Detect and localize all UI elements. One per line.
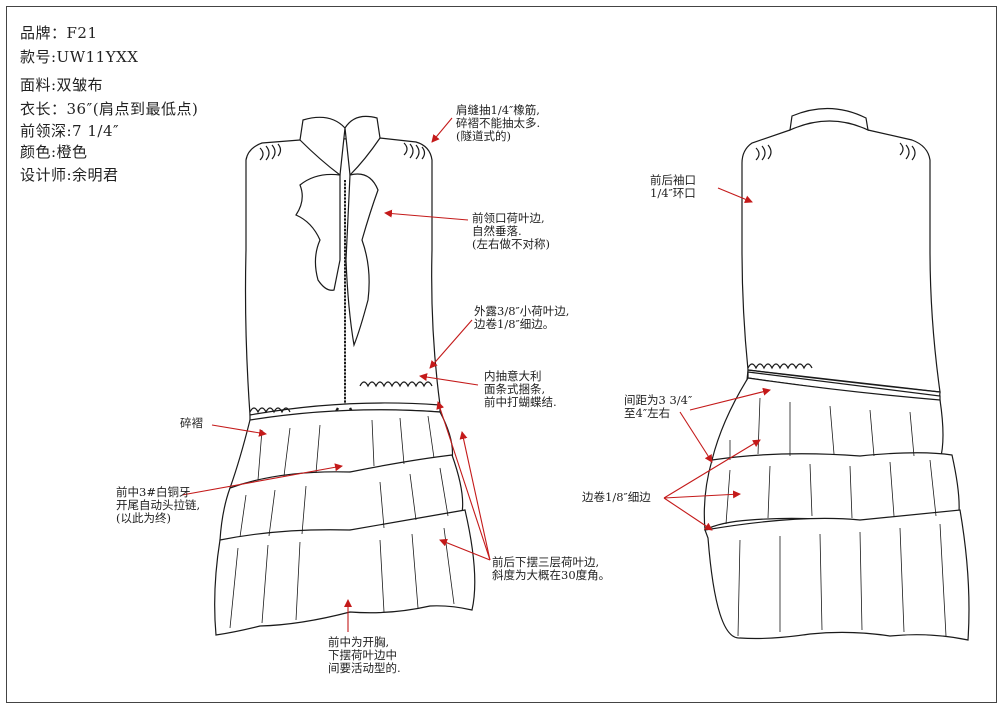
front-shoulder-gathers-right xyxy=(403,142,426,160)
spec-color: 颜色:橙色 xyxy=(20,143,88,161)
note-zipper-line-1: 前中3#白铜牙 xyxy=(116,485,191,499)
arrow-tier-a xyxy=(436,401,491,561)
note-spacing-line-2: 至4″左右 xyxy=(624,406,671,420)
callout-arrows xyxy=(181,117,771,632)
front-bodice xyxy=(244,137,441,416)
note-drawstring-line-2: 面条式捆条, xyxy=(484,382,546,396)
arrow-spacing-a xyxy=(679,411,713,463)
spec-length: 衣长：36″(肩点到最低点) xyxy=(20,100,199,118)
note-neck-ruffle-line-3: (左右做不对称) xyxy=(472,237,550,251)
note-front-opening: 前中为开胸, 下摆荷叶边中 间要活动型的. xyxy=(328,636,401,675)
arrow-hem-a xyxy=(663,439,761,499)
note-spacing: 间距为3 3/4″ 至4″左右 xyxy=(624,394,692,420)
note-gathers: 碎褶 xyxy=(180,417,203,430)
note-shoulder: 肩缝抽1/4″橡筋, 碎褶不能抽太多. (隧道式的) xyxy=(456,104,540,143)
note-tiers-line-1: 前后下摆三层荷叶边, xyxy=(492,555,600,569)
spec-style-no: 款号:UW11YXX xyxy=(20,48,139,66)
note-armhole: 前后袖口 1/4″环口 xyxy=(650,174,696,200)
note-shoulder-line-1: 肩缝抽1/4″橡筋, xyxy=(456,103,540,117)
note-neck-ruffle: 前领口荷叶边, 自然垂落. (左右做不对称) xyxy=(472,212,550,251)
arrow-neck-ruffle xyxy=(384,209,469,221)
note-small-ruffle-line-1: 外露3/8″小荷叶边, xyxy=(474,304,570,318)
note-hem-roll: 边卷1/8″细边 xyxy=(582,491,651,504)
note-shoulder-line-2: 碎褶不能抽太多. xyxy=(456,116,541,130)
note-tiers-line-2: 斜度为大概在30度角。 xyxy=(492,568,611,582)
arrow-tier-c xyxy=(439,538,491,561)
arrow-gathers xyxy=(211,424,267,437)
back-collar xyxy=(789,107,869,132)
note-front-opening-line-1: 前中为开胸, xyxy=(328,635,390,649)
note-zipper-line-3: (以此为终) xyxy=(116,511,171,525)
arrow-tier-b xyxy=(459,431,491,561)
note-spacing-line-1: 间距为3 3/4″ xyxy=(624,393,693,407)
note-shoulder-line-3: (隧道式的) xyxy=(456,129,511,143)
note-zipper: 前中3#白铜牙 开尾自动头拉链, (以此为终) xyxy=(116,486,200,525)
back-bodice xyxy=(741,119,941,393)
spec-fabric: 面料:双皱布 xyxy=(20,76,104,94)
note-tiers: 前后下摆三层荷叶边, 斜度为大概在30度角。 xyxy=(492,556,610,582)
note-small-ruffle-line-2: 边卷1/8″细边。 xyxy=(474,317,555,331)
arrow-hem-c xyxy=(663,497,713,531)
spec-brand: 品牌：F21 xyxy=(20,24,98,42)
arrow-zipper xyxy=(181,463,343,496)
arrow-hem-b xyxy=(663,490,741,499)
note-front-opening-line-2: 下摆荷叶边中 xyxy=(328,648,397,662)
front-tier-3 xyxy=(214,509,476,636)
arrow-armhole xyxy=(717,187,753,204)
note-armhole-line-2: 1/4″环口 xyxy=(650,186,696,200)
arrow-small-ruffle xyxy=(429,319,473,369)
arrow-shoulder xyxy=(431,117,453,143)
spec-neck-depth: 前领深:7 1/4″ xyxy=(20,122,120,140)
back-view-dress xyxy=(703,107,970,641)
back-tier-3 xyxy=(704,509,970,641)
note-front-opening-line-3: 间要活动型的. xyxy=(328,661,401,675)
front-neck-ruffle xyxy=(295,173,341,291)
front-view-dress xyxy=(214,115,476,636)
note-drawstring-line-1: 内抽意大利 xyxy=(484,369,542,383)
back-shoulder-gathers xyxy=(755,142,916,161)
note-neck-ruffle-line-2: 自然垂落. xyxy=(472,224,522,238)
note-drawstring-line-3: 前中打蝴蝶结. xyxy=(484,395,557,409)
spec-designer: 设计师:余明君 xyxy=(20,166,119,184)
note-neck-ruffle-line-1: 前领口荷叶边, xyxy=(472,211,545,225)
arrow-drawstring xyxy=(419,373,479,386)
note-gathers-line-1: 碎褶 xyxy=(180,416,203,430)
front-shoulder-gathers-left xyxy=(259,143,282,161)
note-small-ruffle: 外露3/8″小荷叶边, 边卷1/8″细边。 xyxy=(474,305,569,331)
sheet-border xyxy=(6,6,997,703)
note-drawstring: 内抽意大利 面条式捆条, 前中打蝴蝶结. xyxy=(484,370,557,409)
note-hem-roll-line-1: 边卷1/8″细边 xyxy=(582,490,651,504)
note-zipper-line-2: 开尾自动头拉链, xyxy=(116,498,201,512)
note-armhole-line-1: 前后袖口 xyxy=(650,173,696,187)
arrow-spacing-b xyxy=(689,387,771,411)
